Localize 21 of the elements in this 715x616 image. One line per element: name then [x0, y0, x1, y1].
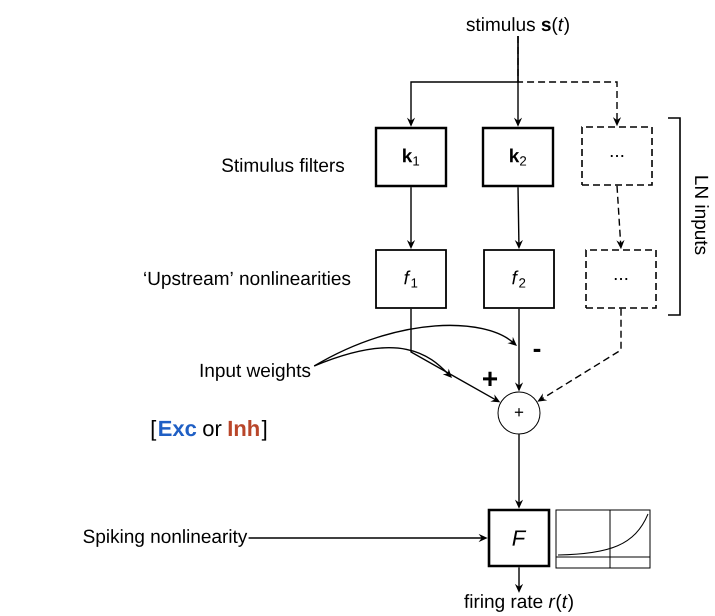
bracket-text: [	[152, 420, 156, 441]
nonlinearity-box: f$_{2}$	[483, 249, 555, 309]
row-label: Stimulus filters	[222, 158, 344, 172]
placeholder-box: ...	[585, 249, 657, 309]
filter-box: k$_{1}$	[374, 126, 448, 188]
output-label: firing rate r(t)	[464, 594, 573, 612]
type-label: Inh	[228, 420, 259, 436]
type-label: Exc	[159, 420, 196, 436]
text-label: Input weights	[200, 363, 310, 381]
bracket-text: ]	[262, 420, 266, 441]
filter-box: k$_{2}$	[482, 126, 554, 188]
sign-label: +	[483, 372, 498, 386]
row-label: ‘Upstream’ nonlinearities	[144, 271, 350, 289]
nonlinearity-box: F	[488, 508, 550, 568]
sign-label: -	[534, 348, 540, 352]
bracket-label: LN inputs	[691, 176, 709, 254]
input-label: stimulus s(t)	[466, 17, 569, 35]
text-label: Spiking nonlinearity	[83, 529, 248, 547]
nonlinearity-box: f$_{1}$	[375, 249, 447, 309]
placeholder-box: ...	[581, 126, 653, 186]
bracket-text: or	[203, 424, 222, 436]
